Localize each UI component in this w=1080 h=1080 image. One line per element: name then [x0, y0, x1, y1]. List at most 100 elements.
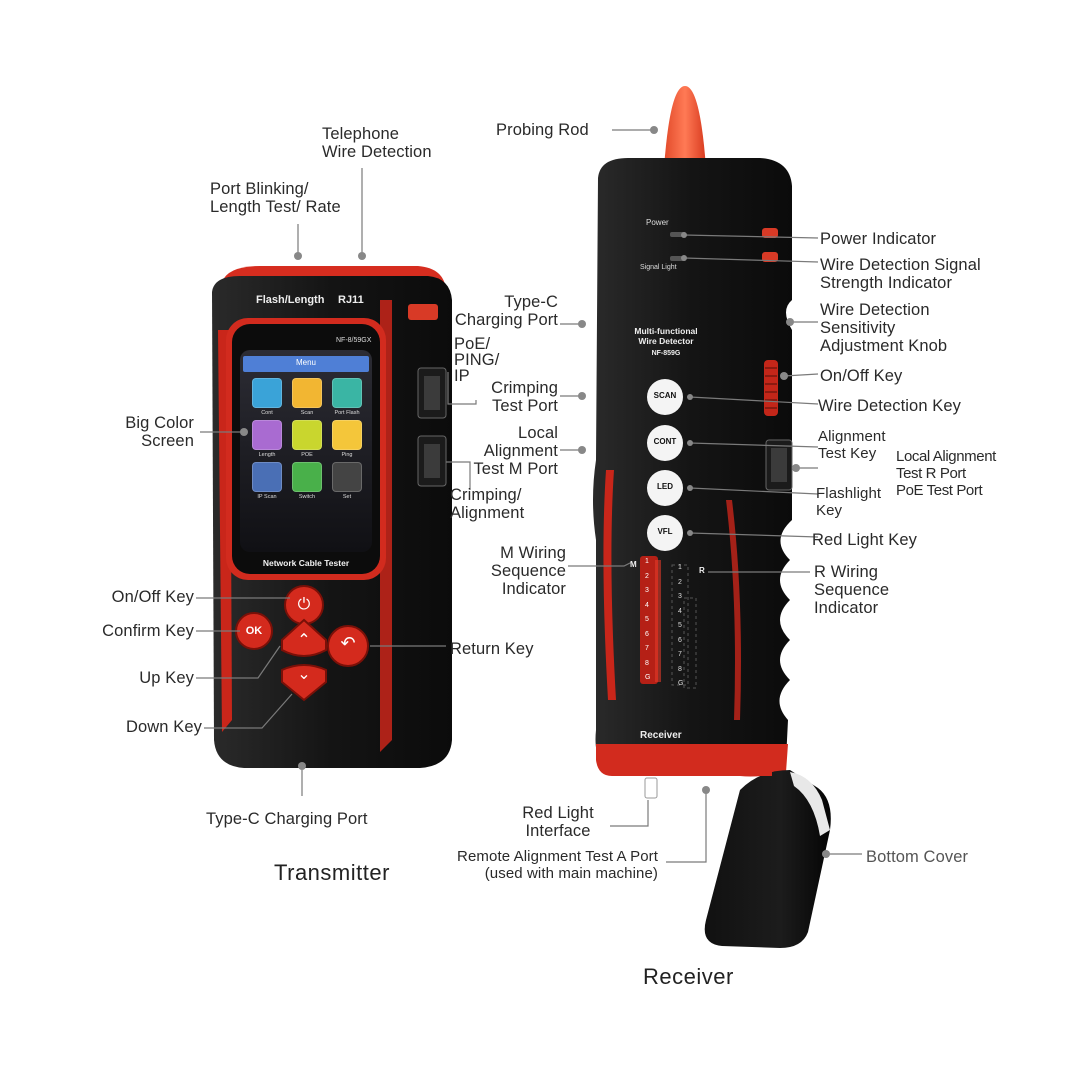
ping-icon	[332, 420, 362, 450]
receiver-model: NF-859G	[618, 349, 714, 359]
transmitter-title: Transmitter	[274, 860, 390, 886]
return-button[interactable]: ↶	[330, 633, 366, 654]
down-button[interactable]: ⌄	[290, 664, 318, 684]
power-text: Power	[646, 218, 669, 227]
receiver-key-cont[interactable]: CONT	[647, 437, 683, 446]
transmitter-model: NF-8/59GX	[336, 337, 371, 344]
callout-power-indicator: Power Indicator	[820, 230, 936, 248]
menu-tile-length[interactable]: Length	[248, 420, 286, 458]
m-indicator-2: 2	[645, 573, 649, 580]
callout-wire-detection-key: Wire Detection Key	[818, 397, 961, 415]
r-label: R	[699, 566, 705, 575]
callout-bottom-cover: Bottom Cover	[866, 848, 968, 866]
menu-tile-label: Length	[259, 452, 276, 458]
receiver-name-line2: Wire Detector	[618, 336, 714, 346]
menu-tile-set[interactable]: Set	[328, 462, 366, 500]
r-indicator-8: 8	[678, 666, 682, 673]
bottom-cover	[705, 764, 831, 948]
brand-label: Network Cable Tester	[240, 558, 372, 568]
menu-tile-ip-scan[interactable]: IP Scan	[248, 462, 286, 500]
m-indicator-1: 1	[645, 558, 649, 565]
m-indicator-3: 3	[645, 587, 649, 594]
up-button[interactable]: ⌃	[290, 630, 318, 650]
m-indicator-7: 7	[645, 645, 649, 652]
r-indicator-3: 3	[678, 593, 682, 600]
callout-return: Return Key	[450, 640, 534, 658]
power-button[interactable]: ⏻	[285, 590, 323, 620]
r-indicator-6: 6	[678, 637, 682, 644]
rj11-label: RJ11	[338, 294, 364, 306]
callout-flashlight: FlashlightKey	[816, 485, 881, 519]
r-indicator-2: 2	[678, 579, 682, 586]
receiver-title: Receiver	[643, 964, 734, 990]
receiver-name: Multi-functional Wire Detector NF-859G	[618, 326, 714, 359]
menu-tile-label: Cont	[261, 410, 273, 416]
callout-up: Up Key	[60, 669, 194, 687]
callout-crimping-alignment: Crimping/Alignment	[450, 486, 524, 522]
callout-confirm: Confirm Key	[60, 622, 194, 640]
signal-light-text: Signal Light	[640, 264, 677, 271]
m-label: M	[630, 560, 637, 569]
menu-tile-label: Set	[343, 494, 351, 500]
menu-tile-ping[interactable]: Ping	[328, 420, 366, 458]
menu-tile-label: Scan	[301, 410, 314, 416]
r-indicator-G: G	[678, 680, 683, 687]
r-indicator-5: 5	[678, 622, 682, 629]
transmitter-device	[212, 266, 452, 768]
menu-tile-port-flash[interactable]: Port Flash	[328, 378, 366, 416]
poe-icon	[292, 420, 322, 450]
switch-icon	[292, 462, 322, 492]
menu-tile-switch[interactable]: Switch	[288, 462, 326, 500]
search-icon	[252, 462, 282, 492]
r-indicator-7: 7	[678, 651, 682, 658]
flash-length-label: Flash/Length	[256, 294, 324, 306]
menu-tile-label: Ping	[341, 452, 352, 458]
receiver-key-scan[interactable]: SCAN	[647, 391, 683, 400]
receiver-footer-label: Receiver	[640, 730, 682, 741]
callout-probing-rod: Probing Rod	[496, 121, 589, 139]
callout-onoff-left: On/Off Key	[60, 588, 194, 606]
callout-port-blinking: Port Blinking/Length Test/ Rate	[210, 180, 341, 216]
menu-tile-label: Switch	[299, 494, 315, 500]
gear-icon	[332, 462, 362, 492]
receiver-key-vfl[interactable]: VFL	[647, 527, 683, 536]
port-icon	[332, 378, 362, 408]
menu-tile-label: IP Scan	[257, 494, 276, 500]
ruler-icon	[252, 420, 282, 450]
m-indicator-5: 5	[645, 616, 649, 623]
menu-tile-poe[interactable]: POE	[288, 420, 326, 458]
ok-button[interactable]: OK	[236, 621, 272, 641]
receiver-device	[593, 86, 792, 777]
r-indicator-1: 1	[678, 564, 682, 571]
receiver-name-line1: Multi-functional	[618, 326, 714, 336]
screen-menu-title: Menu	[243, 358, 369, 367]
menu-tile-label: Port Flash	[334, 410, 359, 416]
menu-tile-cont[interactable]: Cont	[248, 378, 286, 416]
menu-tile-scan[interactable]: Scan	[288, 378, 326, 416]
callout-poe-ping-ip: PoE/PING/IP	[454, 336, 499, 384]
r-indicator-4: 4	[678, 608, 682, 615]
m-indicator-G: G	[645, 674, 650, 681]
callout-onoff-right: On/Off Key	[820, 367, 902, 385]
callout-remote-alignment: Remote Alignment Test A Port(used with m…	[400, 848, 658, 882]
receiver-key-led[interactable]: LED	[647, 482, 683, 491]
m-indicator-8: 8	[645, 660, 649, 667]
cable-icon	[252, 378, 282, 408]
magnifier-icon	[292, 378, 322, 408]
m-indicator-4: 4	[645, 602, 649, 609]
menu-tile-label: POE	[301, 452, 313, 458]
callout-typec-bottom: Type-C Charging Port	[206, 810, 368, 828]
callout-red-light-key: Red Light Key	[812, 531, 917, 549]
